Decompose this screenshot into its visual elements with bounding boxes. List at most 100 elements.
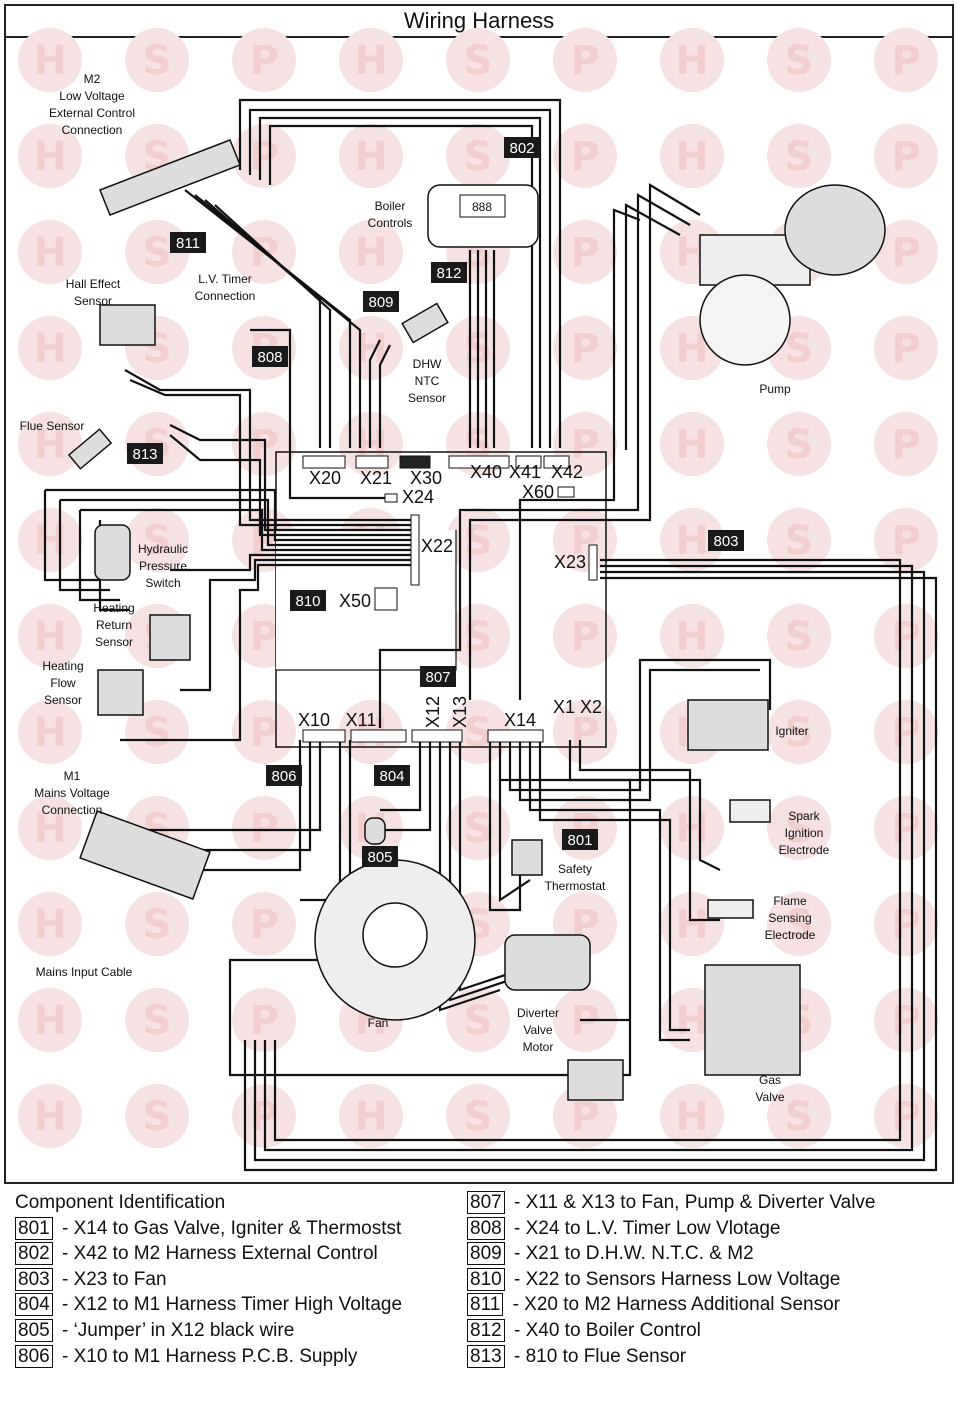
- watermark-letter: S: [785, 38, 814, 84]
- watermark-disc: [18, 796, 82, 860]
- legend-text: - X42 to M2 Harness External Control: [56, 1243, 378, 1265]
- watermark-letter: H: [33, 134, 66, 180]
- watermark-disc: [446, 124, 510, 188]
- m2-terminal-block: [99, 139, 241, 216]
- connector-x40: X40: [470, 462, 502, 482]
- boiler-controls-panel: 888: [427, 184, 539, 248]
- watermark-disc: [339, 28, 403, 92]
- watermark-letter: S: [785, 518, 814, 564]
- harness-tag: 801: [562, 829, 598, 850]
- harness-tag: 813: [127, 443, 163, 464]
- label-dhw-ntc: Sensor: [408, 391, 446, 405]
- watermark-disc: [18, 508, 82, 572]
- igniter-box: [687, 699, 769, 751]
- watermark-letter: S: [785, 902, 814, 948]
- connector-x42: X42: [551, 462, 583, 482]
- legend-code: 805: [15, 1318, 53, 1342]
- legend-code: 813: [467, 1344, 505, 1368]
- legend-code: 808: [467, 1216, 505, 1240]
- label-m1: M1: [64, 769, 81, 783]
- legend-code: 812: [467, 1318, 505, 1342]
- label-m1: Connection: [42, 803, 103, 817]
- harness-tag-box: [708, 530, 744, 551]
- watermark-disc: [874, 508, 938, 572]
- legend-text: - X23 to Fan: [56, 1268, 167, 1290]
- harness-tag-label: 806: [271, 768, 296, 785]
- legend-code: 811: [467, 1293, 504, 1317]
- label-dhw-ntc: NTC: [415, 374, 440, 388]
- heating-flow-sensor: [97, 669, 144, 716]
- harness-tag: 808: [252, 346, 288, 367]
- legend-item: 808 - X24 to L.V. Timer Low Vlotage: [467, 1216, 876, 1242]
- harness-tag-label: 810: [295, 593, 320, 610]
- earth-bar: [567, 1059, 624, 1101]
- watermark-disc: [339, 1084, 403, 1148]
- watermark-disc: [232, 892, 296, 956]
- label-heating-flow: Sensor: [44, 693, 82, 707]
- harness-tag: 810: [290, 590, 326, 611]
- legend-text: - X40 to Boiler Control: [508, 1319, 701, 1341]
- watermark-letter: S: [785, 806, 814, 852]
- connector-x60: X60: [522, 482, 554, 502]
- gas-valve-body: [704, 964, 801, 1076]
- legend-code: 807: [467, 1191, 505, 1214]
- connector-x12: X12: [423, 696, 443, 728]
- hall-effect-sensor: [99, 304, 156, 346]
- watermark-letter: P: [570, 614, 599, 660]
- watermark-letter: P: [249, 134, 278, 180]
- watermark-disc: [339, 124, 403, 188]
- wires: [43, 98, 938, 1172]
- connector-x1: X1: [553, 697, 575, 717]
- harness-tag-box: [504, 137, 540, 158]
- watermark-letter: P: [249, 902, 278, 948]
- watermark-disc: [18, 604, 82, 668]
- harness-tag-box: [127, 443, 163, 464]
- harness-tag-label: 801: [567, 832, 592, 849]
- watermark-letter: H: [33, 326, 66, 372]
- label-dhw-ntc: DHW: [413, 357, 442, 371]
- watermark-letter: H: [354, 1094, 387, 1140]
- label-igniter: Igniter: [775, 724, 808, 738]
- watermark-disc: [874, 316, 938, 380]
- watermark-disc: [18, 1084, 82, 1148]
- watermark-disc: [767, 124, 831, 188]
- legend-code: 806: [15, 1344, 53, 1368]
- harness-tag: 811: [170, 232, 206, 253]
- harness-tag-label: 811: [176, 235, 200, 252]
- watermark-disc: [767, 700, 831, 764]
- display-readout: 888: [472, 200, 492, 214]
- label-gas-valve: Valve: [755, 1090, 784, 1104]
- label-flame: Electrode: [765, 928, 816, 942]
- connector-x30: X30: [410, 468, 442, 488]
- watermark-letter: H: [33, 230, 66, 276]
- watermark-letter: H: [354, 230, 387, 276]
- watermark-letter: S: [143, 38, 172, 84]
- watermark-letter: P: [891, 710, 920, 756]
- label-heating-return: Sensor: [95, 635, 133, 649]
- watermark-disc: [767, 796, 831, 860]
- label-diverter: Valve: [523, 1023, 552, 1037]
- label-flame: Flame: [773, 894, 807, 908]
- watermark-disc: [874, 124, 938, 188]
- watermark-letter: S: [785, 326, 814, 372]
- watermark-letter: P: [891, 518, 920, 564]
- watermark-letter: P: [891, 326, 920, 372]
- harness-tag: 809: [363, 291, 399, 312]
- label-m2: Connection: [62, 123, 123, 137]
- watermark-disc: [125, 508, 189, 572]
- watermark-letter: H: [675, 134, 708, 180]
- dhw-ntc-sensor: [401, 302, 449, 344]
- watermark-letter: P: [891, 230, 920, 276]
- legend-item: 802 - X42 to M2 Harness External Control: [15, 1241, 402, 1267]
- watermark-letter: S: [464, 1094, 493, 1140]
- watermark-letter: P: [891, 806, 920, 852]
- legend-text: - X11 & X13 to Fan, Pump & Diverter Valv…: [508, 1192, 876, 1213]
- watermark-disc: [18, 220, 82, 284]
- watermark-letter: H: [33, 710, 66, 756]
- legend-code: 802: [15, 1242, 53, 1266]
- watermark-disc: [125, 28, 189, 92]
- harness-tag-box: [374, 765, 410, 786]
- diverter-motor: [504, 934, 591, 991]
- watermark-disc: [232, 124, 296, 188]
- watermark-letter: P: [891, 134, 920, 180]
